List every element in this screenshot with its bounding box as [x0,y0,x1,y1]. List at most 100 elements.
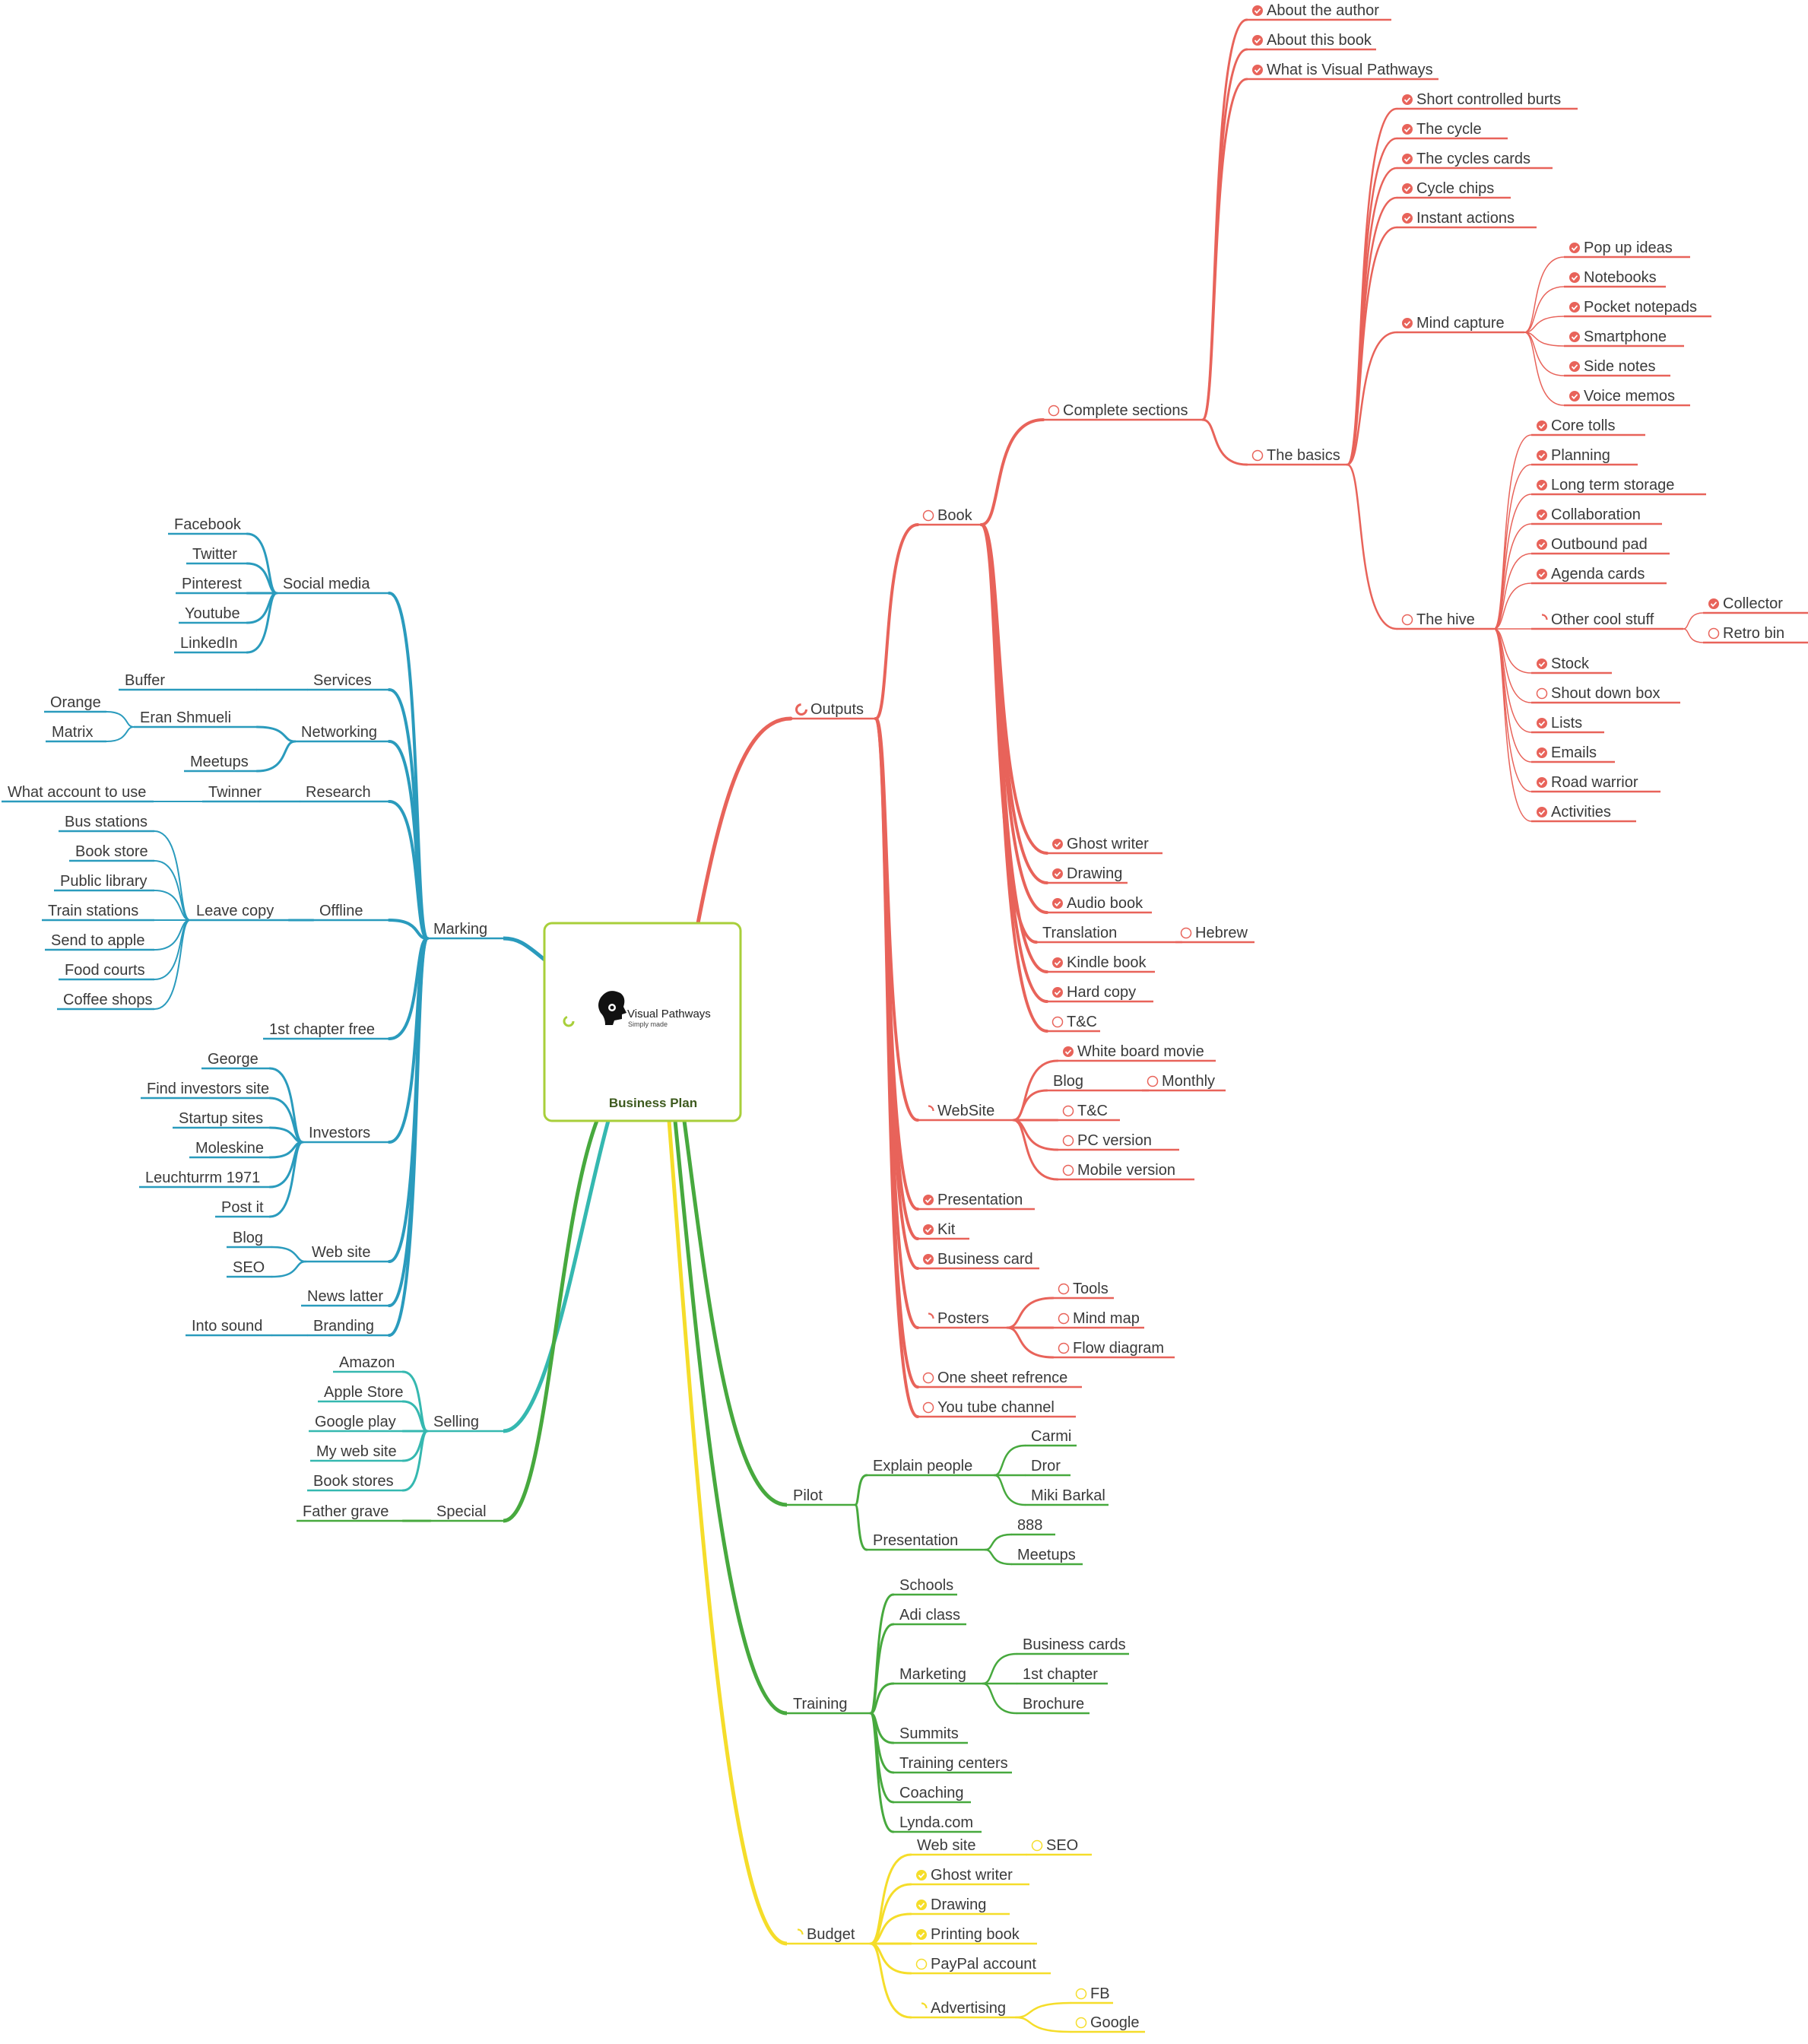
node-bk1[interactable]: Drawing [1047,865,1128,884]
node-or[interactable]: Orange [44,694,106,713]
node-tr2_3[interactable]: Lynda.com [893,1814,982,1833]
node-ex0[interactable]: Carmi [1025,1428,1077,1447]
node-wss[interactable]: SEO [227,1259,272,1278]
node-cs2[interactable]: What is Visual Pathways [1247,62,1438,81]
node-bi1[interactable]: Drawing [911,1896,1010,1915]
node-wsb[interactable]: Blog [227,1230,272,1249]
node-brand[interactable]: Branding [307,1318,389,1337]
node-iv1[interactable]: Find investors site [141,1081,270,1100]
node-mc1[interactable]: Notebooks [1564,269,1666,288]
node-inv[interactable]: Investors [303,1125,389,1144]
node-po0[interactable]: Tools [1053,1281,1114,1300]
node-ha1[interactable]: Planning [1531,447,1638,466]
node-pil[interactable]: Pilot [787,1487,855,1506]
node-lc1[interactable]: Book store [69,843,154,862]
node-bud[interactable]: Budget [787,1926,871,1945]
node-bi2[interactable]: Printing book [911,1926,1037,1945]
node-pr1[interactable]: Meetups [1011,1547,1083,1566]
node-off[interactable]: Offline [313,903,389,922]
node-cs0[interactable]: About the author [1247,2,1391,21]
node-b4[interactable]: Instant actions [1397,210,1537,229]
node-twin[interactable]: Twinner [202,784,262,803]
node-sm2[interactable]: Pinterest [176,576,247,595]
node-oi0[interactable]: Presentation [918,1192,1035,1211]
node-lc5[interactable]: Food courts [59,962,154,981]
node-ha5[interactable]: Agenda cards [1531,566,1667,585]
node-bk0[interactable]: Ghost writer [1047,836,1163,855]
node-lc2[interactable]: Public library [54,873,154,892]
node-ex1[interactable]: Dror [1025,1458,1071,1477]
node-iv3[interactable]: Moleskine [189,1140,270,1159]
node-mc0[interactable]: Pop up ideas [1564,240,1690,259]
node-sm4[interactable]: LinkedIn [174,635,247,654]
node-serv[interactable]: Services [307,672,389,691]
node-col[interactable]: Collector [1703,595,1808,614]
node-hb3[interactable]: Emails [1531,744,1615,763]
node-net[interactable]: Networking [295,724,389,743]
node-lc[interactable]: Leave copy [190,903,289,922]
node-book[interactable]: Book [918,507,982,526]
node-tr[interactable]: Training [787,1696,871,1715]
node-eran[interactable]: Eran Shmueli [134,709,257,728]
node-fc[interactable]: 1st chapter free [263,1021,389,1040]
node-sm0[interactable]: Facebook [168,516,247,535]
node-tr2_2[interactable]: Coaching [893,1785,971,1804]
node-hb1[interactable]: Shout down box [1531,685,1680,704]
node-bi3[interactable]: PayPal account [911,1956,1051,1975]
node-cs1[interactable]: About this book [1247,32,1376,51]
node-wat[interactable]: What account to use [2,784,154,803]
node-se4[interactable]: Book stores [307,1473,403,1492]
node-tr2_1[interactable]: Training centers [893,1755,1012,1774]
node-exp[interactable]: Explain people [867,1458,994,1477]
node-ws[interactable]: Web site [306,1244,389,1263]
node-heb[interactable]: Hebrew [1175,925,1254,944]
node-mk2[interactable]: Brochure [1017,1696,1090,1715]
node-oi2_0[interactable]: One sheet refrence [918,1370,1082,1389]
node-iv4[interactable]: Leuchturrm 1971 [139,1170,270,1189]
node-se1[interactable]: Apple Store [318,1384,404,1403]
node-web[interactable]: WebSite [918,1103,1013,1122]
node-ret[interactable]: Retro bin [1703,625,1808,644]
node-b1[interactable]: The cycle [1397,121,1508,140]
node-b3[interactable]: Cycle chips [1397,180,1511,199]
node-outputs[interactable]: Outputs [791,701,876,720]
node-lc6[interactable]: Coffee shops [57,992,154,1011]
node-pres[interactable]: Presentation [867,1532,985,1551]
node-ha2[interactable]: Long term storage [1531,477,1706,496]
node-oi2[interactable]: Business card [918,1251,1039,1270]
node-wb2_1[interactable]: PC version [1058,1132,1179,1151]
node-sell[interactable]: Selling [427,1414,503,1433]
node-iv5[interactable]: Post it [215,1199,270,1218]
node-tr1[interactable]: Adi class [893,1607,966,1626]
node-oi2_1[interactable]: You tube channel [918,1399,1076,1418]
node-buf[interactable]: Buffer [119,672,257,691]
node-sm3[interactable]: Youtube [179,605,247,624]
node-sm1[interactable]: Twitter [186,546,247,565]
node-adv[interactable]: Advertising [911,2000,1016,2019]
node-mk1[interactable]: 1st chapter [1017,1666,1108,1685]
node-hb4[interactable]: Road warrior [1531,774,1661,793]
node-b2[interactable]: The cycles cards [1397,151,1553,170]
node-spec[interactable]: Special [430,1503,503,1522]
node-blog[interactable]: Blog [1047,1073,1149,1092]
node-se3[interactable]: My web site [310,1443,403,1462]
central-topic[interactable]: Visual Pathways Simply made Business Pla… [543,922,742,1122]
node-wb2_0[interactable]: T&C [1058,1103,1120,1122]
node-fb[interactable]: FB [1071,1985,1113,2004]
node-news[interactable]: News latter [301,1288,389,1307]
node-hb5[interactable]: Activities [1531,804,1636,823]
node-iv2[interactable]: Startup sites [173,1110,270,1129]
node-goo[interactable]: Google [1071,2014,1145,2033]
node-oi1[interactable]: Kit [918,1221,969,1240]
node-post[interactable]: Posters [918,1310,1007,1329]
node-se2[interactable]: Google play [309,1414,403,1433]
node-mc5[interactable]: Voice memos [1564,388,1690,407]
node-bws[interactable]: Web site [911,1837,1026,1856]
node-wbm[interactable]: White board movie [1058,1043,1216,1062]
node-lc3[interactable]: Train stations [42,903,154,922]
node-complete[interactable]: Complete sections [1043,402,1203,421]
node-bk2_2[interactable]: T&C [1047,1014,1100,1033]
node-ex2[interactable]: Miki Barkal [1025,1487,1109,1506]
node-ha0[interactable]: Core tolls [1531,417,1645,436]
node-b0[interactable]: Short controlled burts [1397,91,1578,110]
